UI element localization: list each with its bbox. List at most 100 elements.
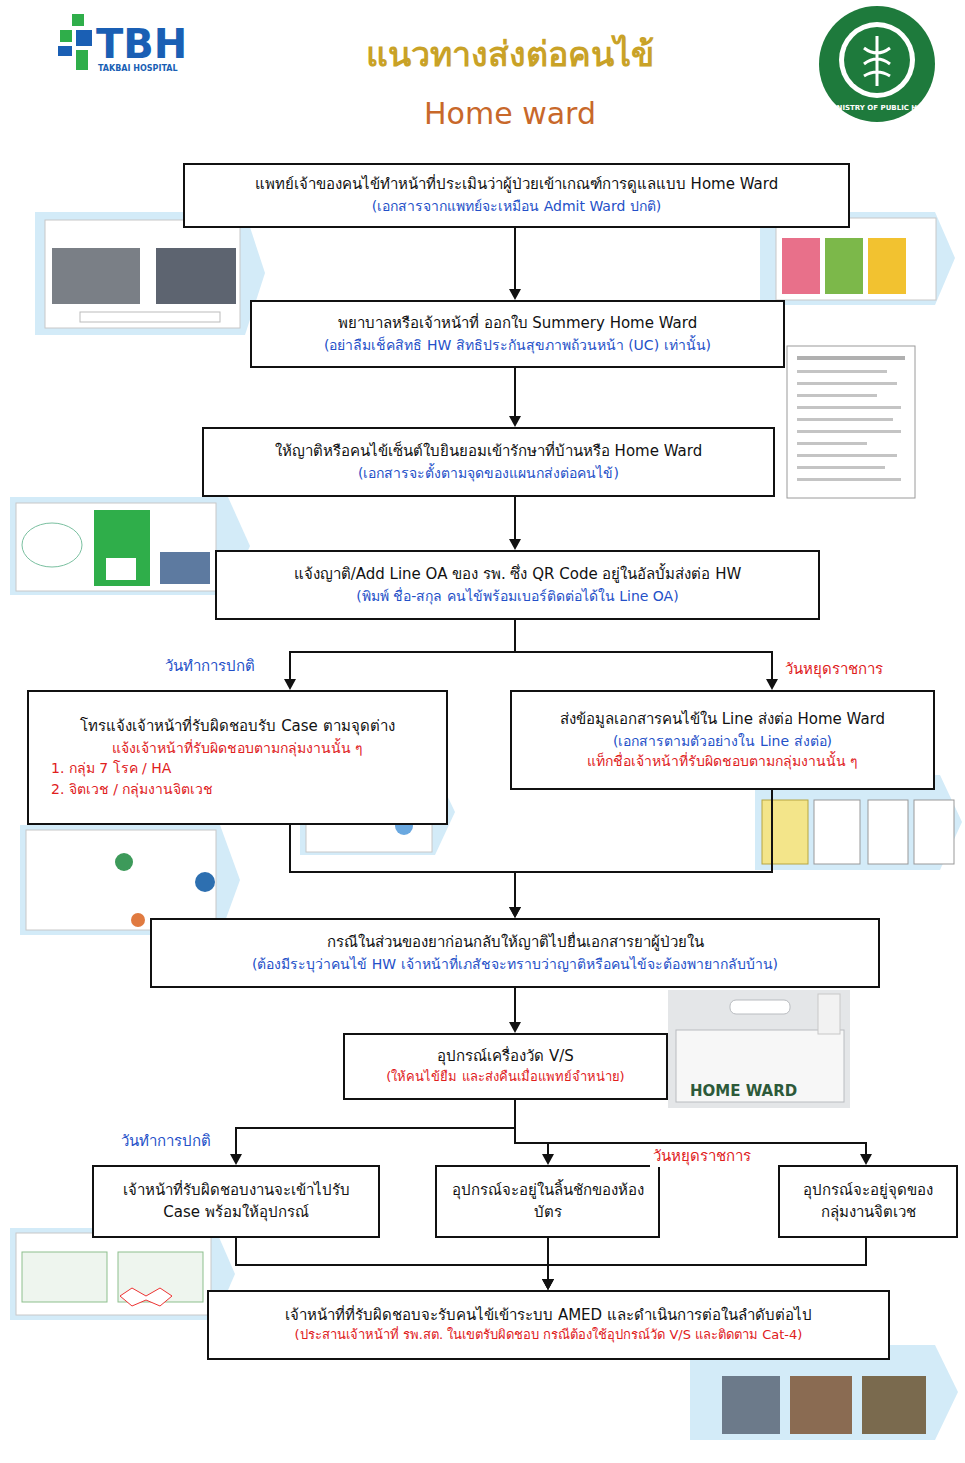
arrow-head	[542, 1154, 554, 1165]
branch-label: วันหยุดราชการ	[782, 660, 886, 680]
tile	[782, 238, 820, 294]
branch-label: วันทำการปกติ	[118, 1132, 214, 1152]
arrow-head	[230, 1154, 242, 1165]
box-text: อุปกรณ์จะอยู่ในลิ้นชักของห้องบัตร	[447, 1180, 648, 1224]
logo-square	[72, 14, 84, 26]
connector	[515, 1100, 548, 1155]
process-box: เจ้าหน้าที่ที่รับผิดชอบจะรับคนไข้เข้าระบ…	[207, 1290, 890, 1360]
box-text: (เอกสารจากแพทย์จะเหมือน Admit Ward ปกติ)	[195, 196, 838, 216]
screenshot-panel	[10, 497, 250, 595]
connector	[515, 620, 772, 680]
box-label: HOME WARD	[690, 1082, 797, 1100]
box-text: 2. จิตเวช / กลุ่มงานจิตเวช	[39, 779, 436, 799]
arrow-head	[509, 539, 521, 550]
text-line	[797, 418, 893, 421]
icon	[115, 853, 133, 871]
slide	[26, 830, 216, 930]
box-text: ส่งข้อมูลเอกสารคนไข้ใน Line ส่งต่อ Home …	[522, 709, 923, 731]
box-text: (ต้องมีระบุว่าคนไข้ HW เจ้าหน้าที่เภสัชจ…	[162, 954, 868, 974]
process-box: ให้ญาติหรือคนไข้เซ็นต์ใบยินยอมเข้ารักษาท…	[202, 427, 775, 497]
chevron-ground	[10, 497, 250, 595]
arrow-head	[542, 1279, 554, 1290]
seal-text: MINISTRY OF PUBLIC HEALTH	[827, 104, 927, 112]
logo-square	[76, 50, 88, 70]
slide	[45, 220, 240, 328]
box-text: (เอกสารตามตัวอย่างใน Line ส่งต่อ)	[522, 731, 923, 751]
paper	[914, 800, 954, 864]
paper	[868, 800, 908, 864]
screen	[22, 1252, 107, 1302]
box-text: (เอกสารจะตั้งตามจุดของแผนกส่งต่อคนไข้)	[214, 463, 763, 483]
seal-ring	[819, 6, 935, 122]
text-line	[797, 406, 901, 409]
tbh-logo	[58, 14, 92, 70]
qr-code	[106, 558, 136, 580]
process-box: กรณีในส่วนของยาก่อนกลับให้ญาติไปยื่นเอกส…	[150, 918, 880, 988]
title: แนวทางส่งต่อคนไข้	[300, 34, 720, 75]
bubble	[22, 523, 82, 567]
box-text: โทรแจ้งเจ้าหน้าที่รับผิดชอบรับ Case ตามจ…	[39, 716, 436, 738]
process-box: แพทย์เจ้าของคนไข้ทำหน้าที่ประเมินว่าผู้ป…	[183, 163, 850, 228]
box-text: แพทย์เจ้าของคนไข้ทำหน้าที่ประเมินว่าผู้ป…	[195, 174, 838, 196]
text-line	[797, 454, 897, 457]
connector	[236, 1238, 548, 1280]
photo	[722, 1376, 780, 1434]
process-box: อุปกรณ์จะอยู่ในลิ้นชักของห้องบัตร	[435, 1165, 660, 1238]
box-text: (ให้คนไข้ยืม และส่งคืนเมื่อแพทย์จำหน่าย)	[355, 1068, 656, 1087]
qr-card	[94, 510, 150, 586]
box-text: เจ้าหน้าที่ที่รับผิดชอบจะรับคนไข้เข้าระบ…	[219, 1305, 878, 1327]
photo	[862, 1376, 926, 1434]
box-text: เจ้าหน้าที่รับผิดชอบงานจะเข้าไปรับ Case …	[104, 1180, 368, 1224]
slide	[776, 218, 936, 300]
tile	[868, 238, 906, 294]
process-box: แจ้งญาติ/Add Line OA ของ รพ. ซึ่ง QR Cod…	[215, 550, 820, 620]
arrow-head	[860, 1154, 872, 1165]
box-text: พยาบาลหรือเจ้าหน้าที่ ออกใบ Summery Home…	[262, 313, 773, 335]
box-text: 1. กลุ่ม 7 โรค / HA	[39, 758, 436, 778]
subtitle: Home ward	[310, 96, 710, 132]
icon	[131, 913, 145, 927]
slide	[16, 1233, 211, 1315]
box-text: แจ้งญาติ/Add Line OA ของ รพ. ซึ่ง QR Cod…	[227, 564, 808, 586]
branch-label: วันทำการปกติ	[162, 657, 258, 677]
tile	[825, 238, 863, 294]
paper	[814, 800, 860, 864]
branch-label: วันหยุดราชการ	[650, 1147, 754, 1167]
icon	[195, 872, 215, 892]
screenshot-panel	[10, 1228, 235, 1320]
text-line	[797, 466, 885, 469]
connector	[548, 1238, 866, 1280]
logo-text: TBH	[96, 20, 187, 68]
connector	[515, 790, 772, 908]
text-line	[797, 394, 877, 397]
text-line	[797, 356, 905, 360]
text-line	[797, 382, 897, 385]
paper	[762, 800, 808, 864]
arrow-head	[284, 679, 296, 690]
box-text: แจ้งเจ้าหน้าที่รับผิดชอบตามกลุ่มงานนั้น …	[39, 738, 436, 758]
logo-subtext: TAKBAI HOSPITAL	[98, 64, 178, 74]
photo	[52, 248, 140, 304]
burst	[120, 1288, 172, 1306]
connector	[514, 368, 516, 417]
box-text: อุปกรณ์จะอยู่จุดของกลุ่มงานจิตเวช	[790, 1180, 946, 1224]
text-line	[797, 370, 887, 373]
connector	[290, 825, 515, 908]
box-text: อุปกรณ์เครื่องวัด V/S	[355, 1046, 656, 1068]
screenshot-panel	[35, 212, 265, 335]
connector	[514, 497, 516, 540]
connector	[236, 1100, 515, 1155]
arrow-head	[509, 289, 521, 300]
chevron-ground	[35, 212, 265, 335]
seal-emblem	[864, 36, 890, 86]
process-box: อุปกรณ์เครื่องวัด V/S(ให้คนไข้ยืม และส่ง…	[343, 1033, 668, 1100]
box-text: (พิมพ์ ชื่อ-สกุล คนไข้พร้อมเบอร์ติดต่อได…	[227, 586, 808, 606]
box-text: (ประสานเจ้าหน้าที่ รพ.สต. ในเขตรับผิดชอบ…	[219, 1326, 878, 1345]
tag	[818, 994, 840, 1034]
process-box: โทรแจ้งเจ้าหน้าที่รับผิดชอบรับ Case ตามจ…	[27, 690, 448, 825]
slide	[16, 503, 216, 591]
arrow-head	[766, 679, 778, 690]
connector	[514, 228, 516, 290]
box-text: ให้ญาติหรือคนไข้เซ็นต์ใบยินยอมเข้ารักษาท…	[214, 441, 763, 463]
